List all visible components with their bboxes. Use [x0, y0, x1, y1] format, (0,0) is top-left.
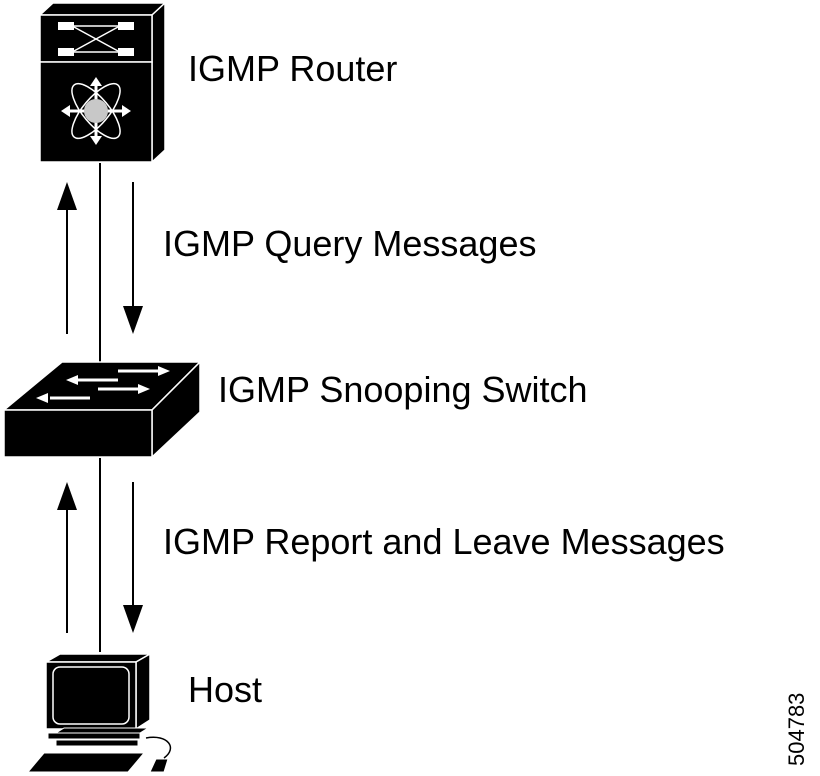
host-icon	[26, 652, 172, 773]
router-label: IGMP Router	[188, 48, 398, 89]
switch-icon	[1, 360, 202, 459]
arrow-up-icon	[57, 482, 77, 633]
arrow-down-icon	[123, 182, 143, 334]
query-messages-label: IGMP Query Messages	[163, 223, 537, 264]
switch-label: IGMP Snooping Switch	[218, 369, 588, 410]
arrow-up-icon	[57, 182, 77, 334]
router-icon	[38, 1, 167, 164]
figure-id: 504783	[784, 692, 809, 766]
arrow-down-icon	[123, 482, 143, 633]
report-leave-messages-label: IGMP Report and Leave Messages	[163, 521, 725, 562]
host-label: Host	[188, 669, 263, 710]
